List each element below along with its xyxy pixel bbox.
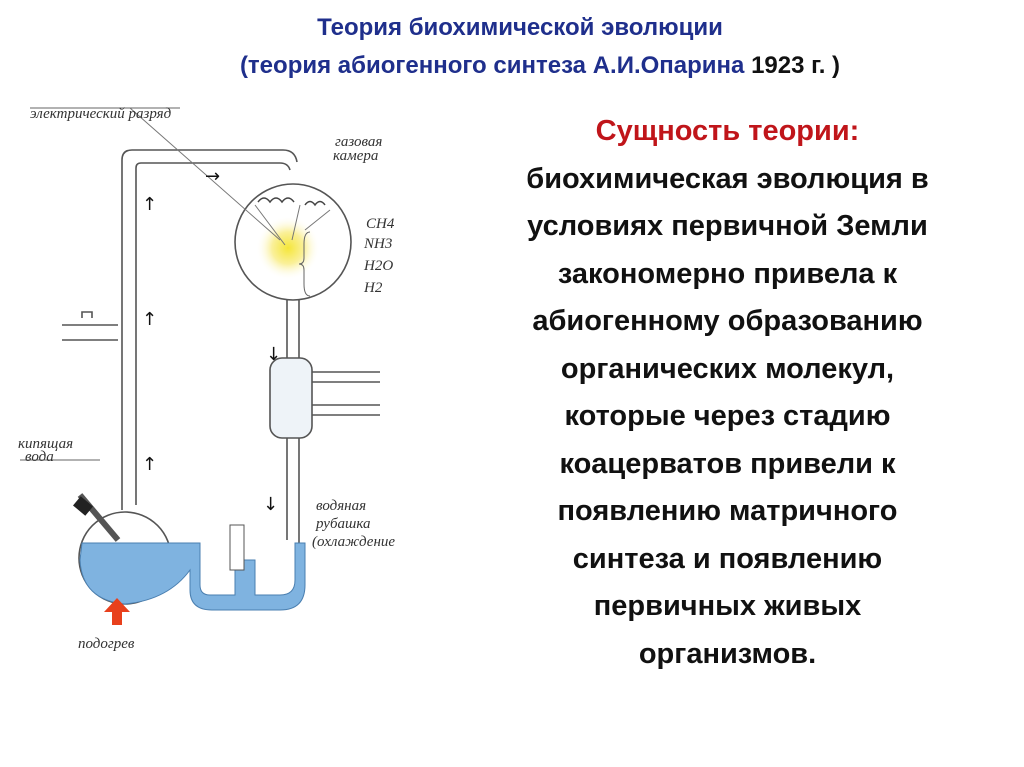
water-jacket [269,357,313,439]
label-gas-h2o: H2O [363,258,393,274]
essence-line: закономерно привела к [557,257,898,290]
label-water-jacket-2: рубашка [315,516,370,532]
essence-heading: Сущность теории: [595,115,860,147]
flow-arrow-up-icon: ↑ [142,194,157,215]
slide-subtitle: (теория абиогенного синтеза А.И.Опарина … [40,52,1024,80]
flow-arrow-up-icon: ↑ [142,454,157,475]
subtitle-year: 1923 г. ) [751,52,841,79]
return-tube [121,149,298,510]
label-water-jacket-3: (охлаждение [312,534,395,550]
label-boiling-water-2: вода [25,449,54,465]
essence-text-block: Сущность теории: биохимическая эволюция … [440,108,1015,678]
essence-line: первичных живых [593,590,862,622]
essence-line: организмов. [638,637,817,670]
essence-line: коацерватов привели к [559,447,896,480]
water [79,542,306,611]
essence-line: органических молекул, [560,352,895,385]
essence-line: появлению матричного [557,495,898,527]
label-heating: подогрев [78,636,135,652]
stopcock [62,311,118,341]
essence-line: которые через стадию [564,400,891,432]
label-discharge: электрический разряд [30,106,172,122]
label-gas-h2: H2 [363,280,383,296]
essence-line: условиях первичной Земли [527,210,928,242]
flow-arrow-down-icon: ↓ [263,494,278,515]
label-gas-nh3: NH3 [363,236,392,252]
label-gas-chamber: газовая [335,134,382,150]
heat-arrow-icon [104,598,130,625]
essence-line: абиогенному образованию [532,305,923,337]
flow-arrow-down-icon: ↓ [266,344,281,365]
miller-apparatus-diagram: ↑ ↑ ↑ → ↓ ↓ электрический разряд газовая… [18,106,395,652]
flow-arrow-right-icon: → [205,166,220,187]
subtitle-text: (теория абиогенного синтеза А.И.Опарина [239,52,752,79]
essence-line: биохимическая эволюция в [526,162,929,195]
essence-line: синтеза и появлению [572,542,883,575]
label-gas-chamber-2: камера [333,148,378,164]
flow-arrow-up-icon: ↑ [142,309,157,330]
label-gas-ch4: CH4 [366,216,395,232]
label-water-jacket: водяная [316,498,366,514]
slide-title: Теория биохимической эволюции [317,14,723,41]
label-boiling-water: кипящая [18,436,73,452]
